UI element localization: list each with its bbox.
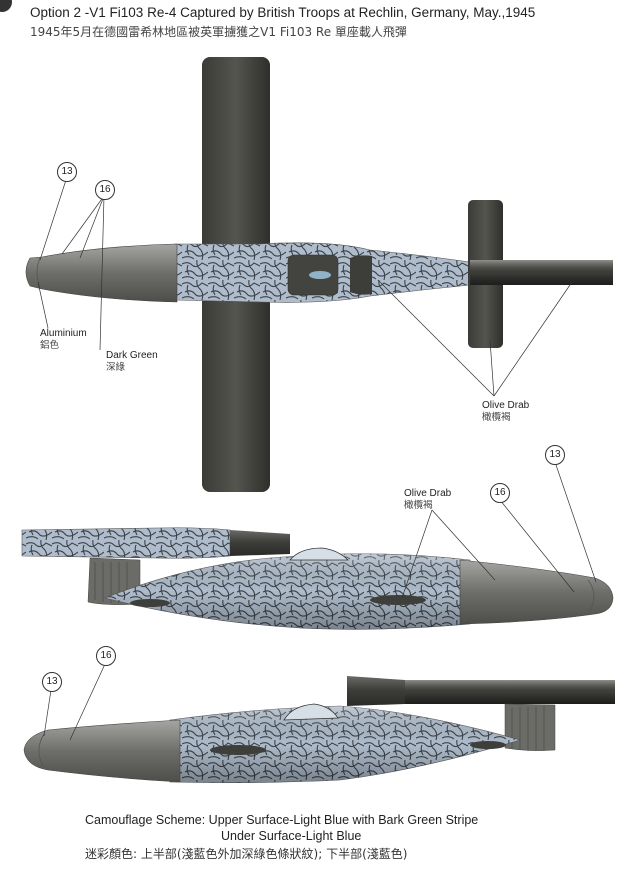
top-view: [25, 57, 613, 492]
label-dark-green-zh: 深綠: [106, 362, 126, 373]
label-aluminium-zh: 鋁色: [40, 340, 60, 351]
callout-16-side1: 16: [490, 483, 510, 503]
side2-fin: [504, 703, 556, 751]
label-aluminium: Aluminium 鋁色: [40, 328, 87, 352]
top-pulsejet: [350, 255, 372, 295]
side1-canopy: [289, 547, 349, 561]
corner-mark: [0, 0, 12, 12]
camouflage-scheme: Camouflage Scheme: Upper Surface-Light B…: [85, 812, 478, 862]
label-olive-drab-top: Olive Drab 橄欖褐: [482, 400, 529, 424]
label-aluminium-en: Aluminium: [40, 328, 87, 339]
side-view-right: [21, 527, 614, 630]
leader-lines: [37, 179, 597, 741]
label-olive-drab-top-en: Olive Drab: [482, 400, 530, 411]
side2-canopy: [283, 703, 339, 721]
side2-nose: [23, 719, 181, 783]
callout-16-top: 16: [95, 180, 115, 200]
footer-line-1: Camouflage Scheme: Upper Surface-Light B…: [85, 813, 479, 827]
side1-jet-tube: [21, 527, 231, 559]
footer-line-2: Under Surface-Light Blue: [221, 829, 362, 843]
callout-13-side2: 13: [42, 672, 62, 692]
callout-16-side2: 16: [96, 646, 116, 666]
label-dark-green-en: Dark Green: [106, 350, 158, 361]
label-olive-drab-side: Olive Drab 橄欖褐: [404, 488, 451, 512]
top-nose: [25, 243, 178, 303]
label-olive-drab-top-zh: 橄欖褐: [482, 412, 511, 423]
page-title: Option 2 -V1 Fi103 Re-4 Captured by Brit…: [30, 5, 536, 20]
callout-13-side1: 13: [545, 445, 565, 465]
footer-line-3: 迷彩顏色: 上半部(淺藍色外加深綠色條狀紋); 下半部(淺藍色): [85, 847, 408, 861]
callout-13-top: 13: [57, 162, 77, 182]
page-subtitle: 1945年5月在德國雷希林地區被英軍擄獲之V1 Fi103 Re 單座載人飛彈: [30, 25, 407, 39]
label-dark-green: Dark Green 深綠: [106, 350, 158, 374]
side1-nose: [459, 559, 614, 625]
label-olive-drab-side-en: Olive Drab: [404, 488, 452, 499]
side-view-left: [23, 676, 615, 783]
label-olive-drab-side-zh: 橄欖褐: [404, 500, 433, 511]
